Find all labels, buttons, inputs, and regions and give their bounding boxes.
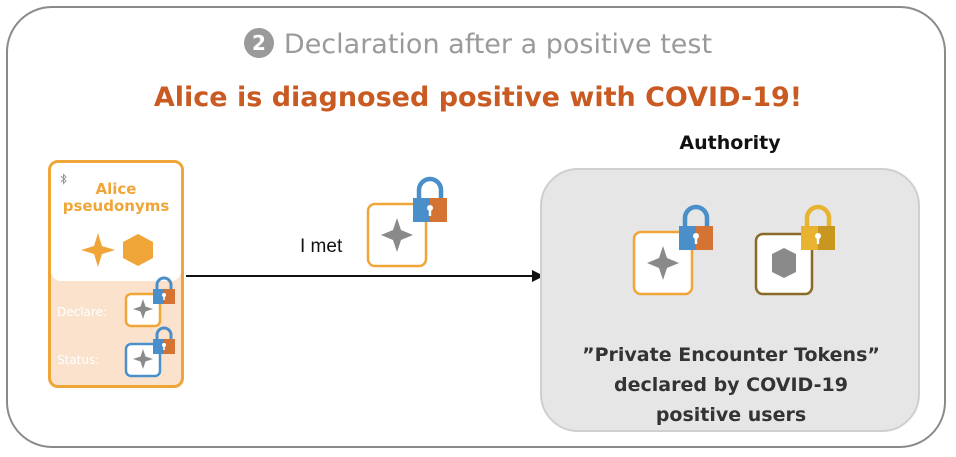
token-star-icon bbox=[647, 246, 679, 280]
phone-screen-top: Alice pseudonyms bbox=[51, 163, 181, 281]
authority-caption-line1: ”Private Encounter Tokens” bbox=[582, 344, 880, 366]
i-met-label: I met bbox=[300, 236, 343, 257]
authority-database bbox=[540, 168, 920, 432]
diagnosis-headline: Alice is diagnosed positive with COVID-1… bbox=[153, 82, 803, 113]
authority-caption-line3: positive users bbox=[655, 404, 807, 426]
authority-title: Authority bbox=[679, 132, 781, 154]
lock-icon bbox=[153, 276, 175, 304]
phone-title-line2: pseudonyms bbox=[62, 197, 170, 215]
token-star-icon bbox=[133, 349, 153, 369]
step-title: 2 Declaration after a positive test bbox=[0, 28, 956, 60]
status-label: Status: bbox=[57, 353, 100, 367]
lock-icon bbox=[679, 204, 713, 250]
lock-icon bbox=[153, 326, 175, 354]
authority-caption-line2: declared by COVID-19 bbox=[614, 374, 848, 396]
declared-star-token bbox=[632, 204, 713, 296]
phone-title-line1: Alice bbox=[95, 180, 137, 198]
token-star-icon bbox=[381, 218, 413, 252]
authority-caption: ”Private Encounter Tokens” declared by C… bbox=[548, 340, 914, 430]
step-number-badge: 2 bbox=[243, 28, 274, 58]
star-icon bbox=[81, 233, 115, 267]
token-hexagon-icon bbox=[772, 248, 796, 278]
token-star-icon bbox=[133, 299, 153, 319]
declared-hexagon-token bbox=[754, 204, 835, 296]
lock-icon bbox=[413, 176, 447, 222]
phone-title: Alice pseudonyms bbox=[51, 181, 181, 215]
bluetooth-icon bbox=[60, 173, 67, 185]
step-frame bbox=[6, 6, 946, 448]
declare-label: Declare: bbox=[57, 305, 108, 319]
lock-icon bbox=[801, 204, 835, 250]
step-title-text: Declaration after a positive test bbox=[283, 29, 713, 60]
exchanged-token bbox=[366, 176, 447, 268]
hexagon-icon bbox=[123, 234, 153, 266]
declare-token bbox=[124, 276, 175, 328]
status-token bbox=[124, 326, 175, 378]
declaration-arrow bbox=[186, 270, 544, 282]
